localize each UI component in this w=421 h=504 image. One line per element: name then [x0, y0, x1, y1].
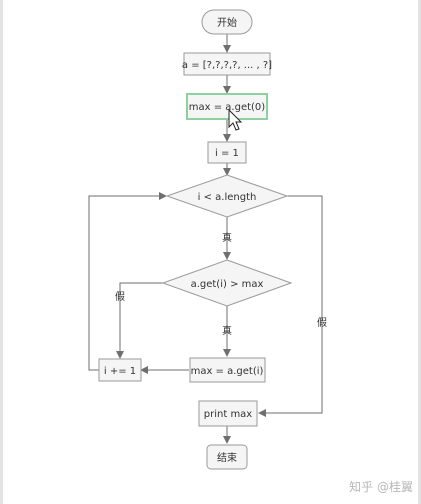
- end-label: 结束: [217, 451, 237, 464]
- compare-false-label: 假: [115, 290, 125, 303]
- edge-increment-back-to-loop: [88, 192, 167, 371]
- init-i-node[interactable]: i = 1: [207, 141, 247, 164]
- init-array-label: a = [?,?,?,?, ... , ?]: [182, 60, 272, 71]
- assign-max-node[interactable]: max = a.get(i): [189, 357, 266, 383]
- assign-max-label: max = a.get(i): [191, 366, 264, 377]
- flowchart: 开始 a = [?,?,?,?, ... , ?] max = a.get(0)…: [88, 9, 413, 494]
- watermark-text: 知乎 @桂翼: [349, 479, 413, 494]
- edge-compare-false: [116, 282, 163, 359]
- compare-condition-label: a.get(i) > max: [191, 279, 264, 290]
- increment-i-label: i += 1: [104, 366, 136, 377]
- mouse-pointer-icon: [228, 108, 243, 131]
- edge-loop-false: [258, 195, 323, 417]
- compare-true-label: 真: [222, 324, 232, 337]
- init-array-node[interactable]: a = [?,?,?,?, ... , ?]: [182, 52, 272, 76]
- loop-true-label: 真: [222, 231, 232, 244]
- compare-condition-node[interactable]: a.get(i) > max: [161, 259, 293, 307]
- increment-i-node[interactable]: i += 1: [98, 358, 142, 382]
- init-i-label: i = 1: [215, 148, 239, 159]
- init-max-node[interactable]: max = a.get(0): [186, 93, 268, 120]
- loop-condition-label: i < a.length: [198, 192, 257, 203]
- init-max-label: max = a.get(0): [189, 102, 266, 113]
- loop-condition-node[interactable]: i < a.length: [165, 174, 289, 218]
- print-label: print max: [204, 409, 253, 420]
- end-node[interactable]: 结束: [206, 444, 248, 470]
- loop-false-label: 假: [317, 316, 327, 329]
- print-node[interactable]: print max: [198, 400, 258, 427]
- start-label: 开始: [217, 16, 237, 29]
- start-node[interactable]: 开始: [201, 9, 253, 35]
